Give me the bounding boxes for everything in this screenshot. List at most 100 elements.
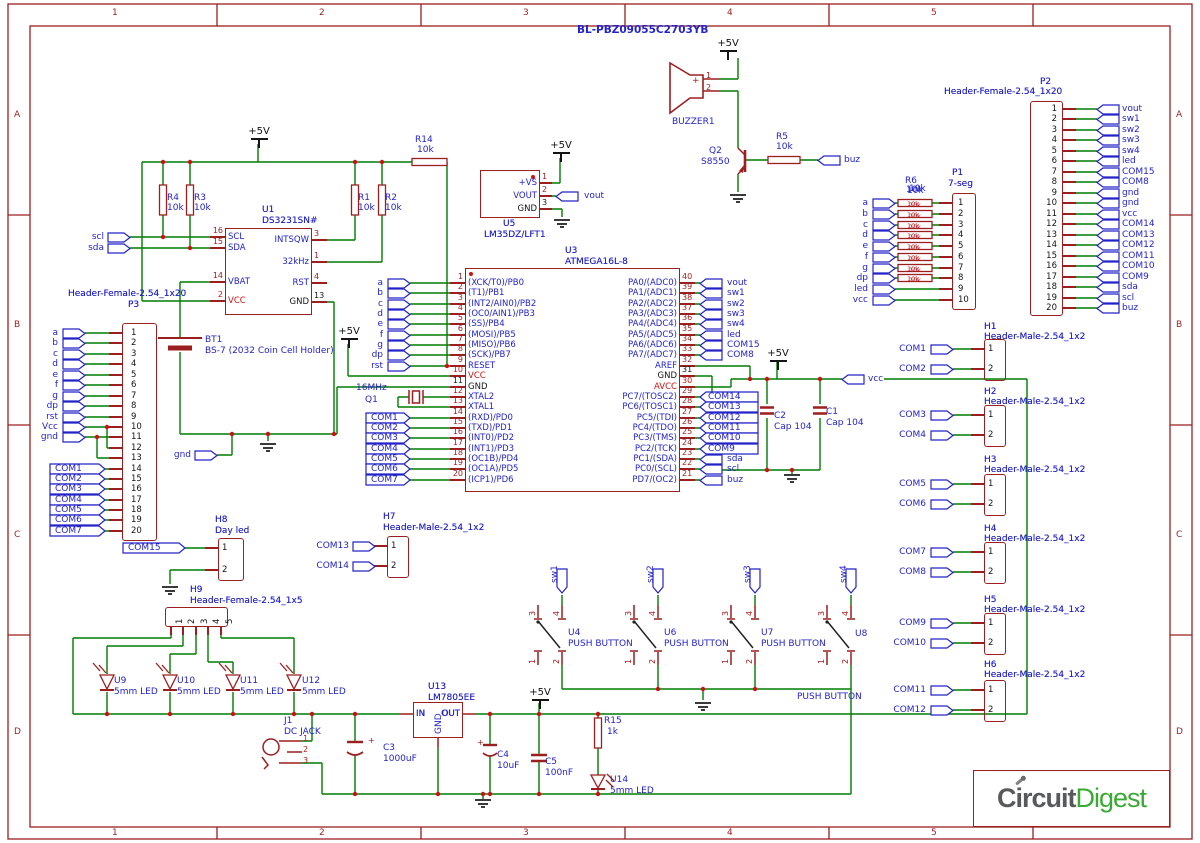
- net-flag-label-COM2-14: COM2: [55, 474, 82, 484]
- header-pin-H5-2: 2: [988, 638, 994, 648]
- header-stub-P3-12: [109, 447, 122, 449]
- net-flag-d-5: [62, 358, 86, 370]
- gnd-symbol-2: [730, 194, 746, 196]
- header-stub-H1-2: [971, 368, 984, 370]
- net-flag-label-sw2-74: sw2: [1122, 125, 1140, 135]
- ic-value-U3: ATMEGA16L-8: [565, 257, 628, 267]
- r6-bank-value-0: 10k: [907, 200, 920, 208]
- header-pin-P3-18: 18: [131, 505, 142, 515]
- label-PUSH-BUTTON-65: PUSH BUTTON: [797, 692, 862, 702]
- net-flag-label-rst-30: rst: [371, 361, 383, 371]
- header-pin-H4-1: 1: [988, 547, 994, 557]
- pin-stub-U3-2: [450, 292, 465, 294]
- header-pin-P2-11: 11: [1046, 209, 1057, 219]
- header-stub-P3-8: [109, 405, 122, 407]
- header-stub-P2-2: [1063, 118, 1076, 120]
- header-pin-H7-1: 1: [391, 541, 397, 551]
- net-flag-label-c-24: c: [378, 299, 383, 309]
- header-stub-P2-18: [1063, 286, 1076, 288]
- header-name-P3: Header-Female-2.54_1x20: [68, 289, 187, 299]
- net-flag-label-COM8-99: COM8: [899, 567, 926, 577]
- pin-stub-U3-27: [680, 417, 695, 419]
- label-PUSH-BUTTON-63: PUSH BUTTON: [761, 639, 826, 649]
- net-flag-COM1-31: [365, 412, 411, 424]
- pin-stub-U3-32: [680, 365, 695, 367]
- label-10k-25: 10k: [909, 184, 926, 194]
- pin-name-U5-VOUT: VOUT: [513, 191, 537, 201]
- net-flag-label-scl-53: scl: [727, 464, 740, 474]
- pin-num-U3-1: 1: [457, 272, 463, 281]
- pin-num-U3-17: 17: [452, 438, 463, 447]
- pin-num-U3-20: 20: [452, 469, 463, 478]
- label-H4-78: H4: [984, 524, 997, 534]
- label-BS-7-(2032-Coin-Cell-Holder)-40: BS-7 (2032 Coin Cell Holder): [205, 346, 334, 356]
- net-flag-label-COM4-34: COM4: [371, 444, 398, 454]
- label-5mm-LED-48: 5mm LED: [114, 687, 158, 697]
- frame-row-C: C: [14, 530, 21, 540]
- net-flag-sw1-73: [1096, 113, 1120, 125]
- net-flag-COM8-99: [930, 566, 954, 578]
- pb-1-pin3: 3: [624, 610, 633, 616]
- power-5v-label-5: +5V: [529, 687, 551, 698]
- logo-digest-text: Digest: [1075, 783, 1147, 813]
- label-+-97: +: [477, 738, 484, 747]
- pin-name-U1-INTSQW: INTSQW: [274, 235, 309, 245]
- gnd-symbol-3-m: [787, 477, 797, 480]
- pin-num-U3-6: 6: [457, 324, 463, 333]
- header-pin-P2-13: 13: [1046, 230, 1057, 240]
- header-stub-P2-7: [1063, 171, 1076, 173]
- pin-name-U3-(TXD)/PD1: (TXD)/PD1: [468, 423, 513, 433]
- pin-stub-U3-16: [450, 437, 465, 439]
- net-flag-label-COM3-33: COM3: [371, 433, 398, 443]
- header-pin-P3-9: 9: [131, 412, 137, 422]
- net-flag-buz-54: [699, 474, 723, 486]
- net-flag-label-e-66: e: [862, 241, 868, 251]
- pin-stub-U1-4: [312, 282, 327, 284]
- net-flag-label-vout-38: vout: [727, 278, 748, 288]
- header-name-H6: Header-Male-2.54_1x2: [984, 670, 1086, 680]
- pin-name-U3-PA2/(ADC2): PA2/(ADC2): [627, 299, 677, 309]
- pin-name-U3-GND: GND: [468, 382, 488, 392]
- gnd-symbol-4: [695, 702, 711, 704]
- frame-row-D-right: D: [1176, 727, 1183, 737]
- header-stub-H5-2: [971, 642, 984, 644]
- header-stub-P1-4: [939, 234, 952, 236]
- pin-name-U3-(ICP1)/PD6: (ICP1)/PD6: [468, 475, 514, 485]
- net-flag-COM2-14: [49, 473, 106, 485]
- label-2-91: 2: [706, 83, 712, 92]
- pin-name-U3-PC6/(TOSC1): PC6/(TOSC1): [622, 402, 677, 412]
- net-flag-label-COM3-94: COM3: [899, 410, 926, 420]
- label-+-92: +: [692, 76, 700, 86]
- power-5v-label-2: +5V: [717, 38, 739, 49]
- r6-bank-value-2: 10k: [907, 222, 920, 230]
- header-stub-P3-1: [109, 332, 122, 334]
- pin-num-U3-37: 37: [682, 303, 693, 312]
- label-R1-15: R1: [358, 193, 370, 203]
- label-Header-Male-2.54_1x2-85: Header-Male-2.54_1x2: [383, 523, 485, 533]
- pin-name-U3-(INT1)/PD3: (INT1)/PD3: [468, 444, 515, 454]
- pin-stub-U3-37: [680, 313, 695, 315]
- net-flag-COM13-84: [1096, 229, 1120, 241]
- led-symbols: [92, 662, 615, 790]
- power-5v-label-0: +5V: [248, 126, 270, 137]
- header-stub-H1-1: [971, 348, 984, 350]
- net-flag-label-sw4-42: sw4: [727, 319, 745, 329]
- net-flag-label-COM2-93: COM2: [899, 364, 926, 374]
- label-H7-84: H7: [383, 512, 396, 522]
- net-flag-COM15-20: [122, 542, 186, 554]
- header-pin-H9-1: 1: [175, 618, 185, 624]
- pin-num-U1-1: 1: [314, 251, 320, 260]
- net-flag-label-COM5-96: COM5: [899, 479, 926, 489]
- pin-name-U3-(OC1B)/PD4: (OC1B)/PD4: [468, 454, 519, 464]
- header-ref-H8: H8: [215, 515, 228, 525]
- ic-value-U1: DS3231SN#: [262, 216, 318, 226]
- net-flag-label-Vcc-11: Vcc: [41, 422, 58, 432]
- header-P2: [1030, 101, 1063, 316]
- ic-ref-U1: U1: [262, 205, 275, 215]
- label-5mm-LED-54: 5mm LED: [302, 687, 346, 697]
- net-flag-COM5-17: [49, 504, 106, 516]
- frame-col-3-bottom: 3: [523, 828, 529, 838]
- pin-num-U3-10: 10: [452, 365, 463, 374]
- label-Header-Female-2.54_1x20-67: Header-Female-2.54_1x20: [68, 289, 187, 299]
